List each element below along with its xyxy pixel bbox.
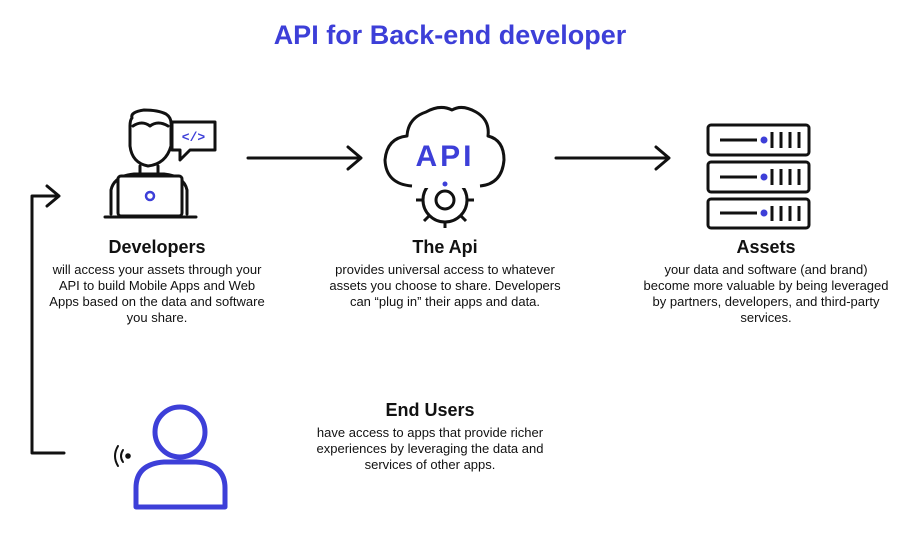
- node-assets-description: your data and software (and brand) becom…: [643, 262, 889, 325]
- node-developers-description: will access your assets through your API…: [49, 262, 265, 325]
- arrow-api-to-assets: [554, 145, 671, 171]
- node-assets: Assets your data and software (and brand…: [641, 237, 891, 326]
- arrow-developers-to-api: [246, 145, 363, 171]
- laptop-logo-icon: [144, 190, 156, 202]
- node-api-description: provides universal access to whatever as…: [329, 262, 561, 309]
- api-icon-text: API: [415, 140, 474, 173]
- node-end-users: End Users have access to apps that provi…: [300, 400, 560, 473]
- code-glyph: </>: [182, 130, 206, 145]
- server-rack-icon: [706, 123, 811, 230]
- user-icon: [133, 404, 228, 510]
- api-dot-icon: [442, 181, 448, 187]
- node-end-users-label: End Users: [385, 400, 475, 420]
- node-assets-label: Assets: [736, 237, 796, 257]
- node-developers-label: Developers: [108, 237, 206, 257]
- page-title: API for Back-end developer: [273, 20, 627, 50]
- node-end-users-description: have access to apps that provide richer …: [316, 425, 544, 472]
- node-api: The Api provides universal access to wha…: [325, 237, 565, 310]
- node-api-label: The Api: [412, 237, 478, 257]
- server-light-icons: [760, 136, 768, 217]
- signal-icon: [114, 445, 131, 467]
- developer-icon: [103, 108, 217, 219]
- cloud-gap: [418, 172, 472, 188]
- arrow-endusers-to-developers: [30, 184, 66, 455]
- node-developers: Developers will access your assets throu…: [44, 237, 270, 326]
